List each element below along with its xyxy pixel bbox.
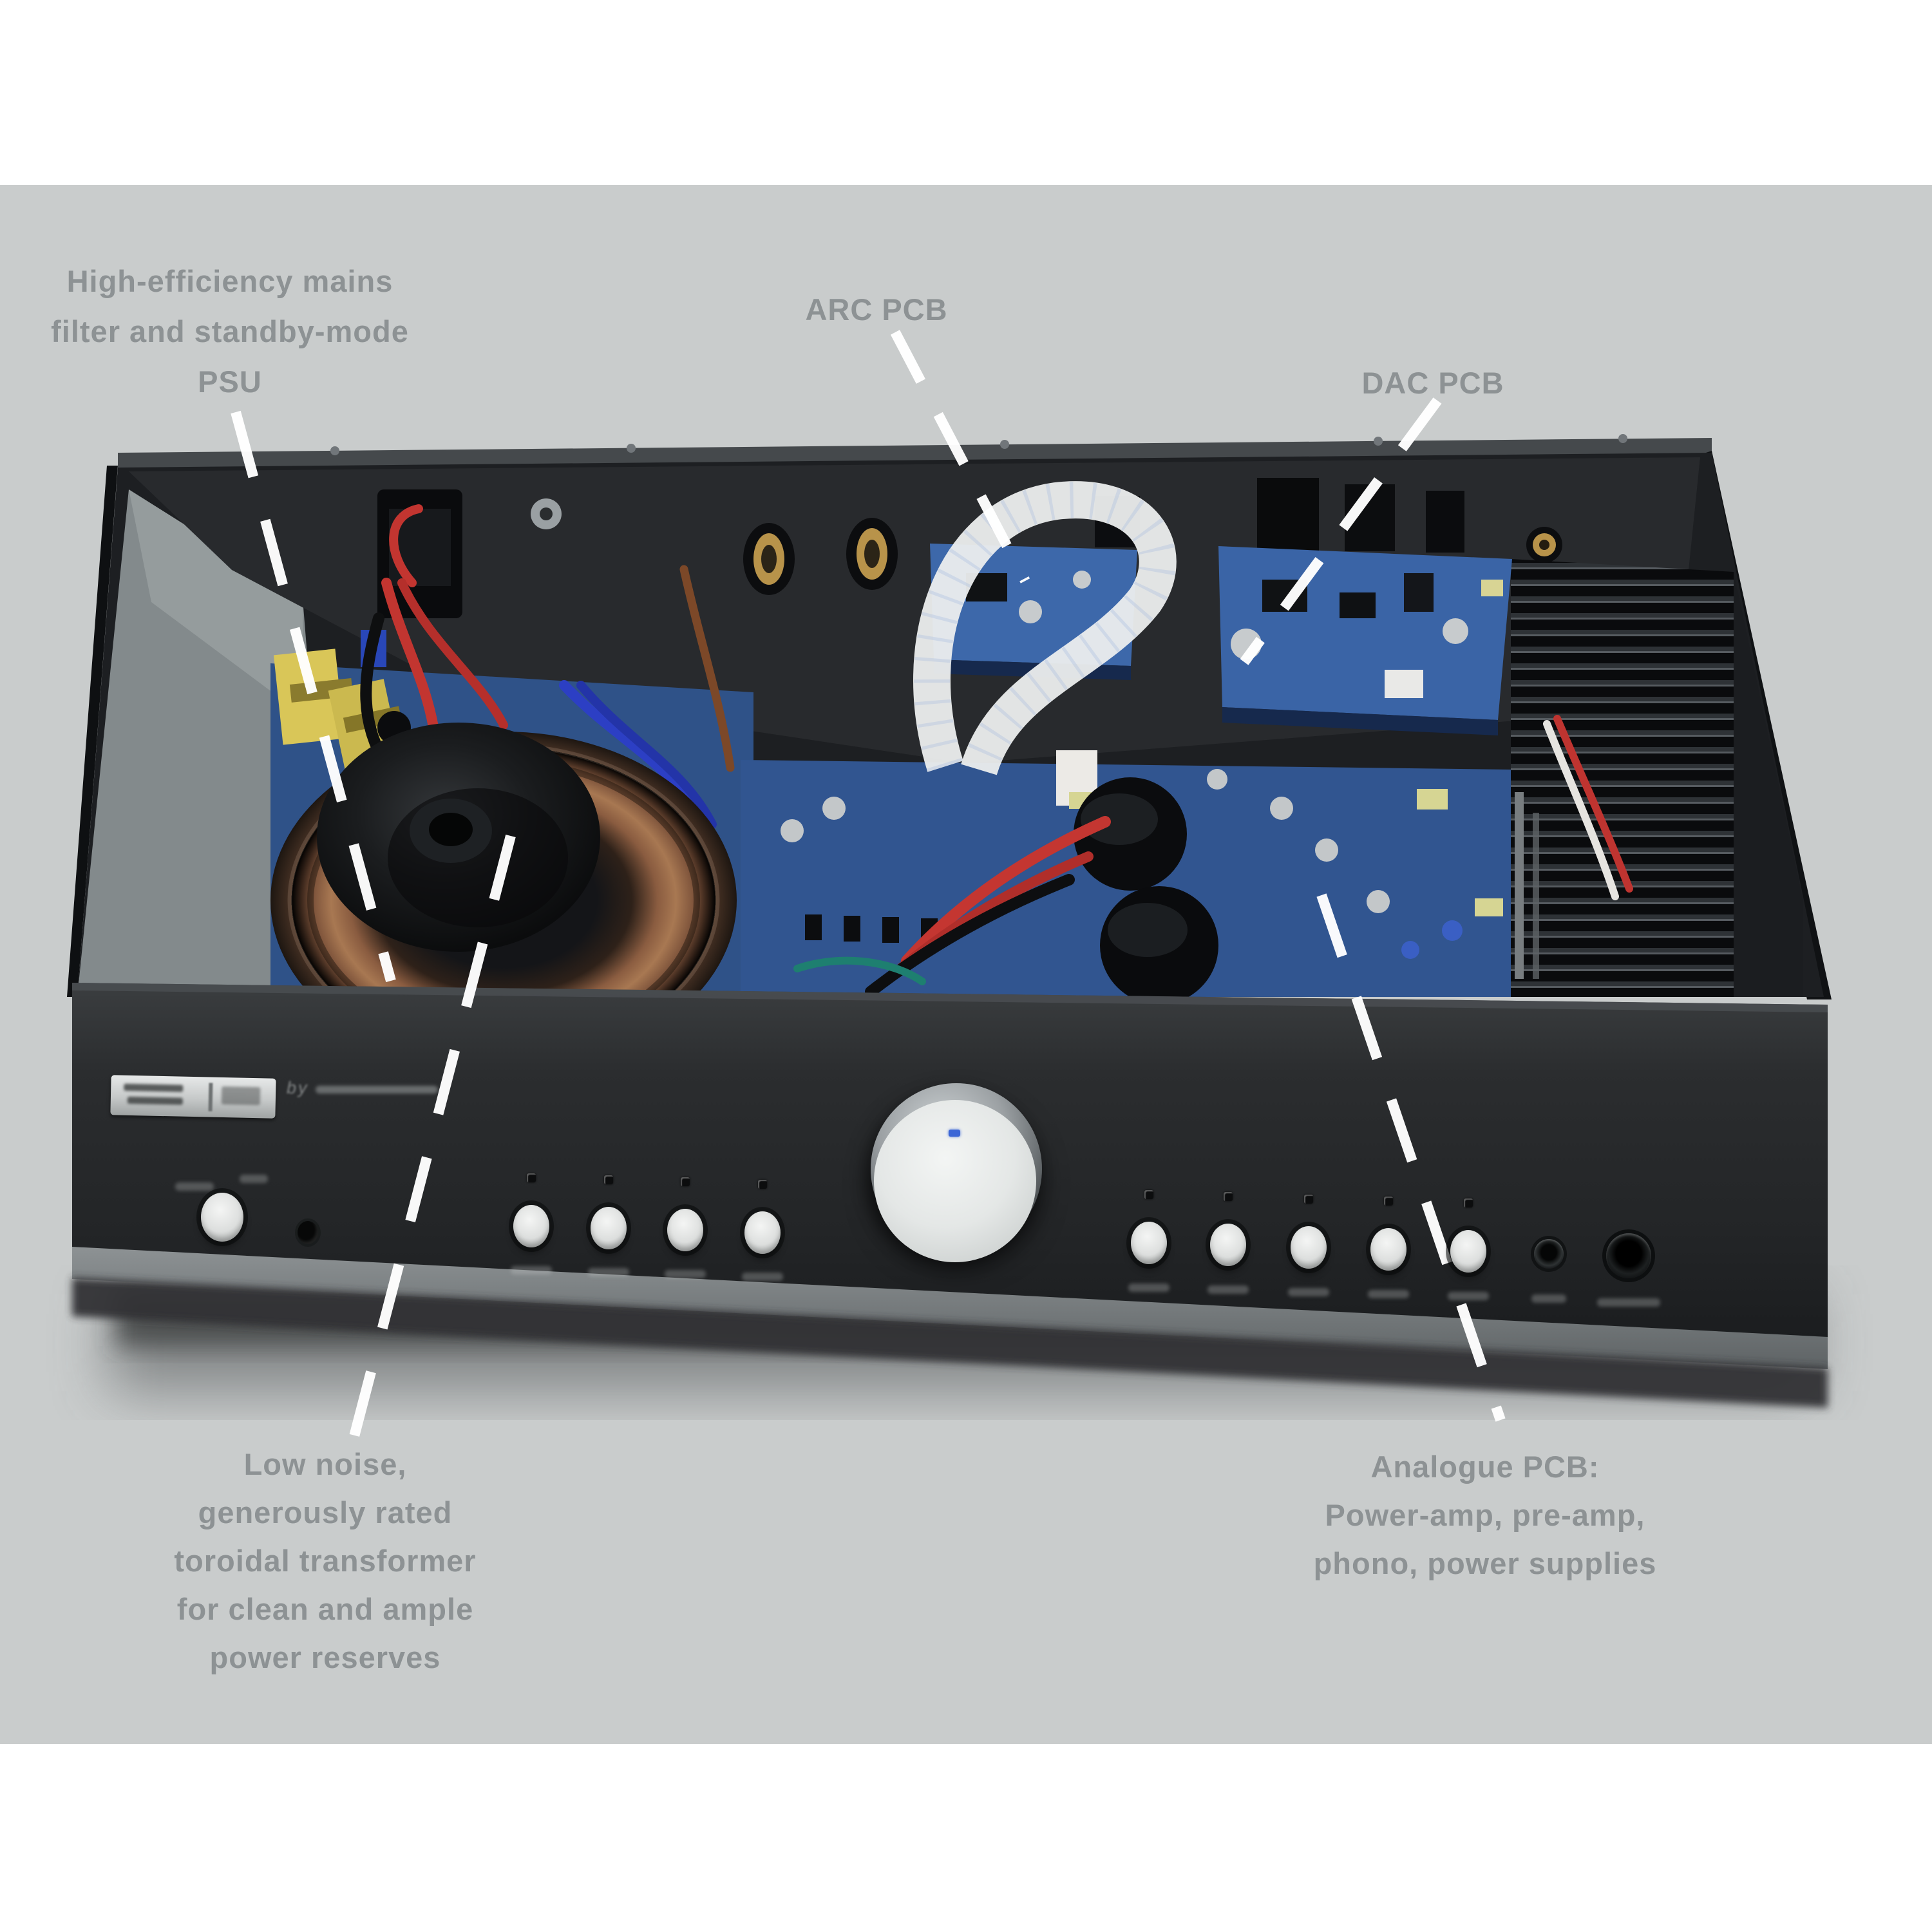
callout-analogue-line: Power-amp, pre-amp, bbox=[1325, 1498, 1645, 1532]
function-led-5 bbox=[1464, 1198, 1473, 1208]
function-button-3 bbox=[1291, 1226, 1327, 1269]
brand-print: by bbox=[287, 1078, 480, 1100]
function-label-3 bbox=[1288, 1288, 1329, 1296]
function-led-2 bbox=[1224, 1192, 1233, 1201]
function-label-2 bbox=[1208, 1285, 1249, 1294]
input-led-1 bbox=[527, 1173, 536, 1182]
function-button-1 bbox=[1131, 1222, 1167, 1264]
input-button-4 bbox=[744, 1211, 781, 1254]
callout-psu-line: filter and standby-mode bbox=[51, 314, 409, 348]
function-label-4 bbox=[1368, 1290, 1409, 1298]
callout-analogue-line: Analogue PCB: bbox=[1370, 1450, 1600, 1484]
callout-transformer-line: generously rated bbox=[198, 1495, 453, 1530]
input-led-2 bbox=[604, 1175, 613, 1184]
standby-label bbox=[240, 1175, 268, 1183]
function-led-1 bbox=[1144, 1190, 1153, 1199]
function-label-1 bbox=[1128, 1283, 1170, 1292]
rear-top-lip bbox=[118, 438, 1712, 469]
psu-leader-line bbox=[231, 410, 396, 983]
callout-arc-line: ARC PCB bbox=[805, 292, 948, 327]
callout-transformer: Low noise, generously rated toroidal tra… bbox=[174, 1440, 476, 1681]
input-label-1 bbox=[511, 1266, 552, 1274]
callout-transformer-line: toroidal transformer bbox=[174, 1544, 477, 1578]
brand-print-by: by bbox=[287, 1078, 309, 1097]
ir-sensor bbox=[298, 1221, 318, 1244]
power-label bbox=[175, 1182, 214, 1191]
filter-capacitors bbox=[1074, 777, 1218, 1005]
heatsink bbox=[1511, 559, 1734, 997]
callout-psu: High-efficiency mains filter and standby… bbox=[51, 256, 409, 407]
input-label-2 bbox=[588, 1268, 629, 1276]
function-label-5 bbox=[1448, 1292, 1489, 1300]
callout-arc: ARC PCB bbox=[805, 285, 947, 335]
volume-led bbox=[949, 1130, 960, 1137]
power-button bbox=[201, 1193, 243, 1242]
callout-transformer-line: power reserves bbox=[209, 1640, 441, 1674]
mini-jack-label bbox=[1531, 1294, 1566, 1303]
input-label-4 bbox=[742, 1273, 783, 1281]
input-button-2 bbox=[591, 1207, 627, 1249]
plinth-shadow bbox=[72, 1278, 1828, 1408]
ribbon-cable bbox=[913, 481, 1177, 776]
callout-analogue: Analogue PCB: Power-amp, pre-amp, phono,… bbox=[1314, 1443, 1657, 1587]
function-button-4 bbox=[1370, 1228, 1406, 1271]
mini-jack bbox=[1534, 1239, 1564, 1269]
callout-dac: DAC PCB bbox=[1361, 358, 1504, 408]
dac-leader-line bbox=[1240, 397, 1442, 665]
callout-transformer-line: Low noise, bbox=[243, 1447, 407, 1481]
volume-knob bbox=[871, 1083, 1042, 1262]
wiring bbox=[360, 504, 1633, 998]
input-button-1 bbox=[513, 1205, 549, 1247]
headphone-jack bbox=[1606, 1233, 1651, 1278]
input-label-3 bbox=[665, 1270, 706, 1278]
callout-transformer-line: for clean and ample bbox=[176, 1592, 474, 1626]
arc-leader-line bbox=[890, 330, 1030, 583]
chassis-screws bbox=[330, 434, 1627, 455]
volume-knob-face bbox=[874, 1100, 1036, 1262]
callout-dac-line: DAC PCB bbox=[1361, 366, 1504, 400]
headphone-jack-label bbox=[1597, 1298, 1660, 1307]
analogue-leader-line bbox=[1316, 893, 1506, 1422]
input-button-3 bbox=[667, 1209, 703, 1251]
function-led-3 bbox=[1304, 1195, 1313, 1204]
function-button-2 bbox=[1210, 1224, 1246, 1266]
function-led-4 bbox=[1384, 1197, 1393, 1206]
front-base-strip bbox=[72, 1247, 1828, 1369]
input-led-4 bbox=[758, 1180, 767, 1189]
function-button-5 bbox=[1450, 1230, 1486, 1273]
callout-psu-line: High-efficiency mains bbox=[66, 264, 393, 298]
callout-analogue-line: phono, power supplies bbox=[1313, 1546, 1657, 1580]
left-side-wall bbox=[67, 466, 118, 997]
brand-badge bbox=[110, 1075, 276, 1119]
callout-psu-line: PSU bbox=[198, 365, 262, 399]
input-led-3 bbox=[681, 1177, 690, 1186]
